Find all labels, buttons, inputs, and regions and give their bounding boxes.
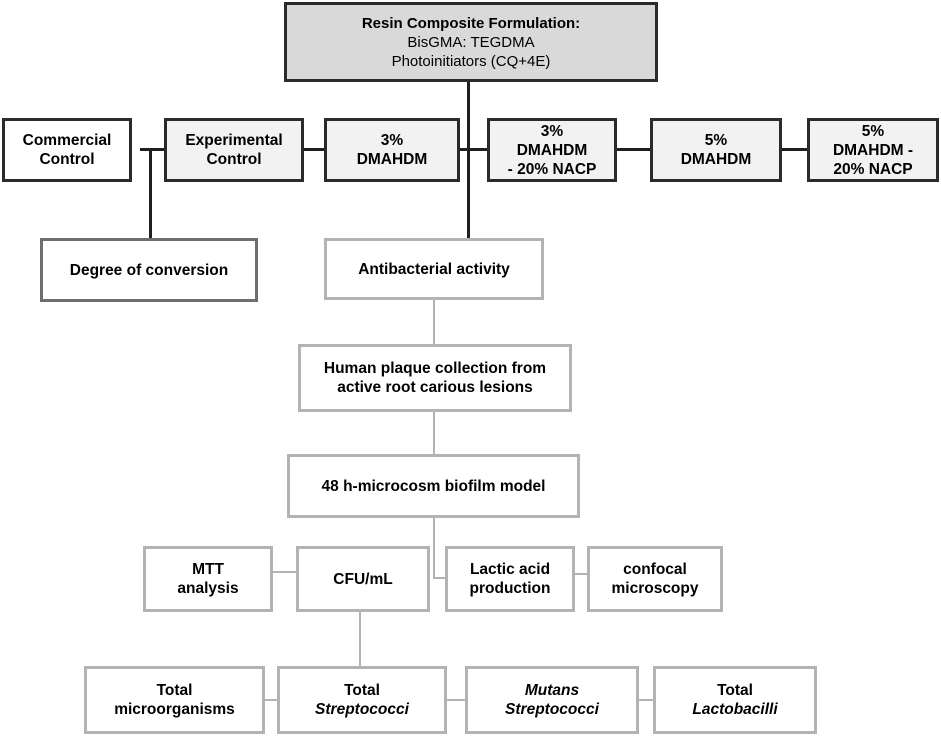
group-label-line: Control (206, 151, 262, 168)
group-label-line: 20% NACP (833, 160, 913, 178)
connector-line (140, 148, 810, 151)
degree-of-conversion-label: Degree of conversion (69, 261, 229, 279)
formulation-title: Resin Composite Formulation: (361, 14, 581, 32)
antibacterial-activity-label: Antibacterial activity (358, 260, 510, 278)
count-line-2: Streptococci (505, 701, 599, 718)
total-lactobacilli-box: Total Lactobacilli (653, 666, 817, 734)
total-microorganisms-box: Total microorganisms (84, 666, 265, 734)
group-label-line: DMAHDM (516, 141, 588, 159)
total-streptococci-box: Total Streptococci (277, 666, 447, 734)
group-experimental-control: Experimental Control (164, 118, 304, 182)
mtt-analysis-box: MTT analysis (143, 546, 273, 612)
connector-line (359, 612, 361, 668)
biofilm-label: 48 h-microcosm biofilm model (321, 477, 546, 495)
count-line-2: microorganisms (114, 701, 235, 718)
group-5-dmahdm: 5% DMAHDM (650, 118, 782, 182)
connector-line (433, 298, 435, 344)
group-label-line: DMAHDM (680, 151, 752, 168)
confocal-line-2: microscopy (611, 580, 699, 597)
group-label-line: Control (39, 151, 95, 168)
connector-line (433, 577, 447, 579)
count-line-2: Streptococci (315, 701, 409, 718)
formulation-box: Resin Composite Formulation: BisGMA: TEG… (284, 2, 658, 82)
connector-line (637, 699, 655, 701)
group-3-dmahdm: 3% DMAHDM (324, 118, 460, 182)
cfu-label: CFU/mL (333, 570, 393, 588)
group-label-line: 5% (861, 122, 885, 140)
connector-line (433, 516, 435, 578)
biofilm-model-box: 48 h-microcosm biofilm model (287, 454, 580, 518)
count-line-1: Total (717, 682, 753, 699)
connector-line (573, 573, 589, 575)
count-line-2: Lactobacilli (692, 701, 778, 718)
antibacterial-activity-box: Antibacterial activity (324, 238, 544, 300)
connector-line (272, 571, 298, 573)
formulation-line-2: Photoinitiators (CQ+4E) (391, 52, 551, 70)
group-3-dmahdm-20-nacp: 3% DMAHDM - 20% NACP (487, 118, 617, 182)
lactic-line-1: Lactic acid (469, 561, 551, 578)
count-line-1: Total (344, 682, 380, 699)
mtt-line-1: MTT (192, 561, 224, 578)
lactic-line-2: production (469, 580, 551, 597)
group-label-line: DMAHDM (356, 151, 428, 168)
plaque-line-1: Human plaque collection from (323, 360, 547, 377)
group-label-line: Experimental (185, 132, 283, 149)
mutans-streptococci-box: Mutans Streptococci (465, 666, 639, 734)
group-label-line: - 20% NACP (507, 160, 597, 178)
mtt-line-2: analysis (177, 580, 239, 597)
connector-line (149, 150, 152, 240)
lactic-acid-box: Lactic acid production (445, 546, 575, 612)
connector-line (263, 699, 279, 701)
group-label-line: 3% (540, 122, 564, 140)
connector-line (467, 80, 470, 240)
connector-line (445, 699, 467, 701)
plaque-collection-box: Human plaque collection from active root… (298, 344, 572, 412)
group-5-dmahdm-20-nacp: 5% DMAHDM - 20% NACP (807, 118, 939, 182)
confocal-line-1: confocal (623, 561, 687, 578)
connector-line (433, 410, 435, 454)
group-label-line: 3% (380, 132, 404, 149)
cfu-box: CFU/mL (296, 546, 430, 612)
group-label-line: Commercial (22, 132, 112, 149)
plaque-line-2: active root carious lesions (337, 379, 533, 396)
degree-of-conversion-box: Degree of conversion (40, 238, 258, 302)
group-label-line: DMAHDM - (832, 141, 914, 159)
confocal-microscopy-box: confocal microscopy (587, 546, 723, 612)
count-line-1: Mutans (524, 682, 580, 699)
group-label-line: 5% (704, 132, 728, 149)
count-line-1: Total (156, 682, 193, 699)
formulation-line-1: BisGMA: TEGDMA (407, 33, 535, 51)
group-commercial-control: Commercial Control (2, 118, 132, 182)
